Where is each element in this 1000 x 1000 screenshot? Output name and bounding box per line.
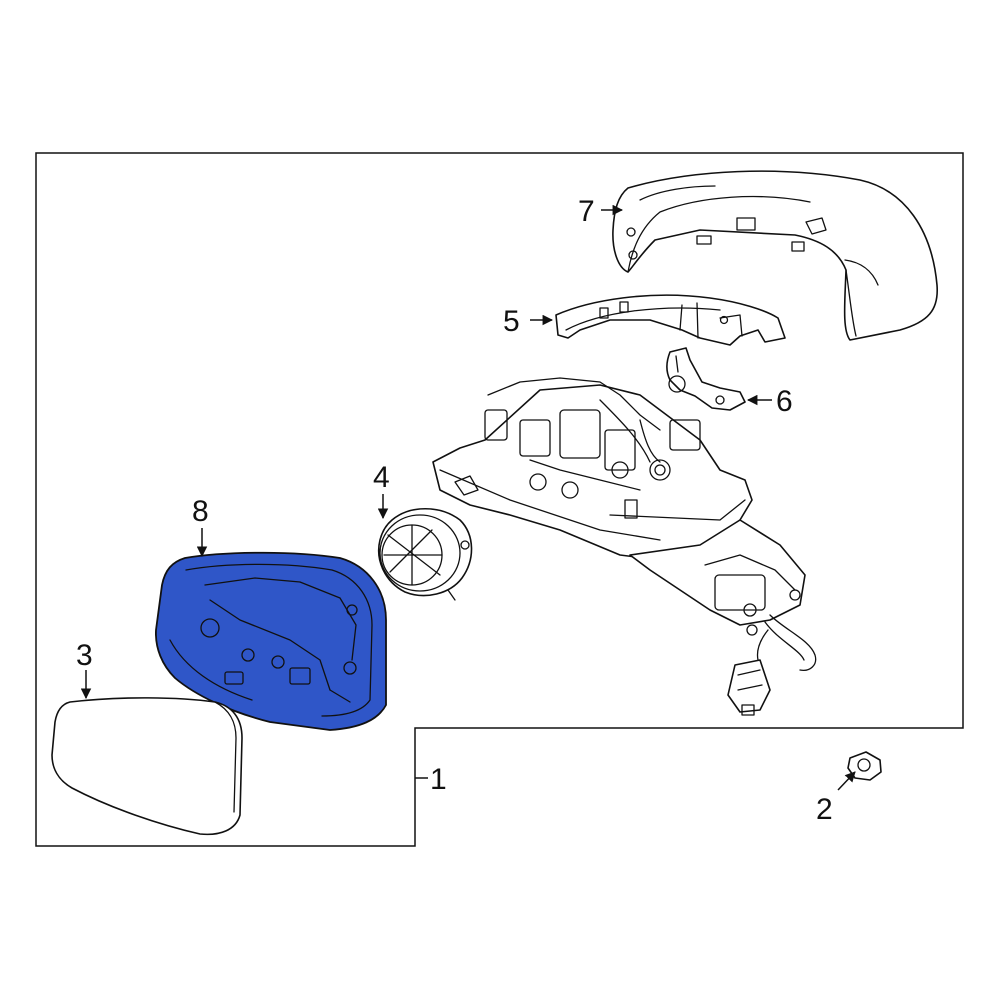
assembly-frame (35, 152, 964, 847)
mirror-backing-plate-part[interactable] (155, 551, 387, 731)
bracket-part[interactable] (666, 347, 746, 411)
callout-4: 4 (373, 461, 390, 494)
mirror-glass-part[interactable] (51, 697, 243, 836)
callout-2: 2 (816, 793, 833, 826)
mirror-cover-part[interactable] (612, 170, 938, 341)
callout-6: 6 (776, 385, 793, 418)
callout-8: 8 (192, 495, 209, 528)
callout-7: 7 (578, 195, 595, 228)
signal-lamp-part[interactable] (555, 294, 786, 346)
motor-part[interactable] (378, 508, 473, 601)
mirror-base-part[interactable] (432, 377, 817, 716)
callout-3: 3 (76, 639, 93, 672)
callout-5: 5 (503, 305, 520, 338)
nut-part[interactable] (847, 751, 882, 781)
callout-1: 1 (430, 763, 447, 796)
